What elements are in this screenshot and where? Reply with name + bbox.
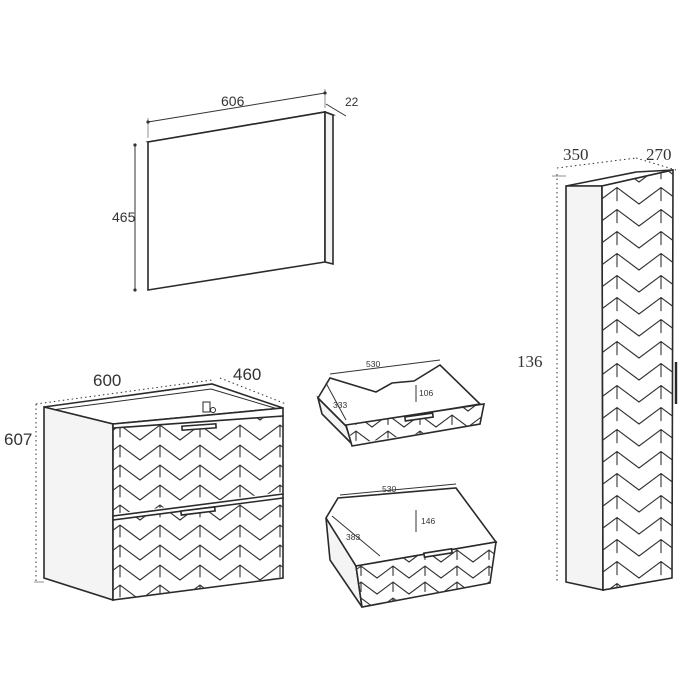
mirror-panel — [147, 111, 326, 291]
mirror — [145, 110, 337, 291]
tall-cabinet-door — [601, 168, 674, 591]
vanity-width-label: 600 — [93, 371, 121, 390]
drawer-bottom-height-label: 146 — [421, 516, 435, 526]
drawer-bottom-depth-label: 383 — [346, 532, 360, 542]
drawer-handle — [181, 422, 217, 432]
vanity-front — [112, 407, 284, 601]
drawer-top-depth-label: 333 — [333, 400, 347, 410]
drawer-top-width-label: 530 — [366, 359, 380, 369]
drawer-bottom-width-label: 530 — [382, 484, 396, 494]
mirror-depth-label: 22 — [345, 95, 359, 109]
herringbone-pattern — [602, 170, 673, 590]
tall-cabinet-height-label: 136 — [517, 352, 543, 371]
drawer-bottom — [325, 483, 498, 608]
drawer-handle — [179, 506, 217, 516]
mirror-width-label: 606 — [221, 93, 245, 109]
vanity-dimensions — [34, 377, 287, 583]
mirror-height-label: 465 — [112, 209, 136, 225]
vanity-cabinet — [43, 383, 284, 602]
drain-icon — [202, 401, 211, 413]
herringbone-pattern — [113, 416, 283, 514]
tall-cabinet — [565, 168, 678, 591]
vanity-height-label: 607 — [4, 430, 32, 449]
drawer-handle — [403, 412, 435, 422]
tall-cabinet-width-label: 350 — [563, 145, 589, 164]
drawer-top-height-label: 106 — [419, 388, 433, 398]
tall-cabinet-dimensions — [552, 157, 677, 582]
tall-cabinet-side — [565, 185, 604, 591]
drawer-handle — [422, 547, 454, 559]
mirror-side — [324, 110, 334, 266]
herringbone-lines — [113, 416, 283, 514]
drawer-top-front — [344, 403, 486, 447]
vanity-depth-label: 460 — [233, 365, 261, 384]
tall-cabinet-depth-label: 270 — [646, 145, 672, 164]
herringbone-lines — [602, 170, 673, 590]
herringbone-pattern — [113, 498, 283, 600]
mirror-dimensions — [133, 89, 347, 292]
drawer-top — [316, 359, 486, 447]
vanity-side-panel — [43, 405, 114, 602]
herringbone-lines — [113, 498, 283, 600]
